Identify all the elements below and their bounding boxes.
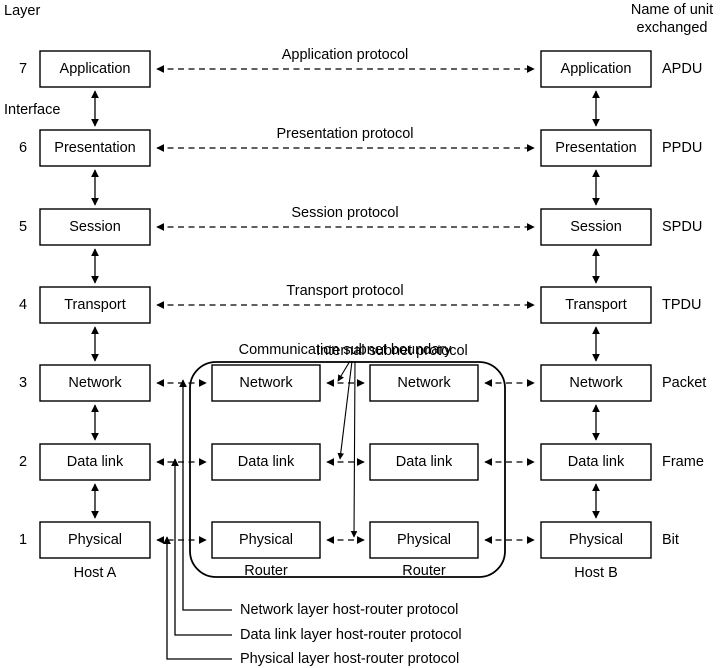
host-b-layer-box-application[interactable] xyxy=(540,50,652,88)
unit-name-ppdu: PPDU xyxy=(662,140,702,156)
unit-column-header-line2: exchanged xyxy=(637,20,708,36)
host-a-layer-label-physical: Physical xyxy=(68,532,122,548)
host-b-layer-box-physical[interactable] xyxy=(540,521,652,559)
router-2-layer-box-network[interactable] xyxy=(369,364,479,402)
host-b-layer-label-network: Network xyxy=(569,375,623,391)
host-router-note-network: Network layer host-router protocol xyxy=(240,602,458,618)
router-1-layer-label-datalink: Data link xyxy=(238,454,295,470)
host-a-layer-box-physical[interactable] xyxy=(39,521,151,559)
host-b-layer-label-datalink: Data link xyxy=(568,454,625,470)
communication-subnet-boundary-box xyxy=(189,361,506,578)
host-a-layer-box-datalink[interactable] xyxy=(39,443,151,481)
host-a-layer-label-transport: Transport xyxy=(64,297,126,313)
host-router-note-datalink: Data link layer host-router protocol xyxy=(240,627,462,643)
internal-subnet-protocol-label: Internal subnet protocol xyxy=(316,343,468,359)
internal-protocol-leader-physical xyxy=(350,360,358,538)
layer-number-5: 5 xyxy=(19,219,27,235)
protocol-label-application: Application protocol xyxy=(282,47,409,63)
host-a-label: Host A xyxy=(74,565,117,581)
host-b-label: Host B xyxy=(574,565,618,581)
host-a-layer-label-network: Network xyxy=(68,375,122,391)
layer-number-7: 7 xyxy=(19,61,27,77)
host-a-layer-label-datalink: Data link xyxy=(67,454,124,470)
router-2-layer-label-physical: Physical xyxy=(397,532,451,548)
router-1-layer-box-network[interactable] xyxy=(211,364,321,402)
router-1-layer-label-network: Network xyxy=(239,375,293,391)
unit-name-tpdu: TPDU xyxy=(662,297,701,313)
layer-number-2: 2 xyxy=(19,454,27,470)
layer-number-6: 6 xyxy=(19,140,27,156)
unit-name-packet: Packet xyxy=(662,375,706,391)
host-router-note-physical: Physical layer host-router protocol xyxy=(240,651,459,667)
internal-protocol-leader-network xyxy=(337,360,351,382)
unit-name-spdu: SPDU xyxy=(662,219,702,235)
unit-name-frame: Frame xyxy=(662,454,704,470)
router-1-label: Router xyxy=(244,563,288,579)
host-router-leader-datalink xyxy=(171,458,232,636)
host-b-layer-label-presentation: Presentation xyxy=(555,140,636,156)
host-b-layer-box-transport[interactable] xyxy=(540,286,652,324)
router-1-layer-box-physical[interactable] xyxy=(211,521,321,559)
protocol-label-presentation: Presentation protocol xyxy=(276,126,413,142)
internal-protocol-leader-datalink xyxy=(337,360,353,460)
host-b-layer-box-presentation[interactable] xyxy=(540,129,652,167)
router-2-layer-box-datalink[interactable] xyxy=(369,443,479,481)
host-b-layer-box-session[interactable] xyxy=(540,208,652,246)
interface-label: Interface xyxy=(4,102,60,118)
host-a-layer-label-session: Session xyxy=(69,219,121,235)
unit-name-bit: Bit xyxy=(662,532,679,548)
host-a-layer-box-transport[interactable] xyxy=(39,286,151,324)
host-a-layer-label-application: Application xyxy=(60,61,131,77)
host-b-layer-box-datalink[interactable] xyxy=(540,443,652,481)
unit-name-apdu: APDU xyxy=(662,61,702,77)
host-b-layer-label-session: Session xyxy=(570,219,622,235)
layer-column-header: Layer xyxy=(4,3,40,19)
host-a-layer-label-presentation: Presentation xyxy=(54,140,135,156)
unit-column-header-line1: Name of unit xyxy=(631,2,713,18)
layer-number-4: 4 xyxy=(19,297,27,313)
host-router-leader-physical xyxy=(163,536,232,660)
host-b-layer-box-network[interactable] xyxy=(540,364,652,402)
host-a-layer-box-network[interactable] xyxy=(39,364,151,402)
host-b-layer-label-transport: Transport xyxy=(565,297,627,313)
host-b-layer-label-application: Application xyxy=(561,61,632,77)
router-2-layer-label-network: Network xyxy=(397,375,451,391)
router-2-label: Router xyxy=(402,563,446,579)
router-1-layer-box-datalink[interactable] xyxy=(211,443,321,481)
protocol-label-transport: Transport protocol xyxy=(286,283,403,299)
router-2-layer-label-datalink: Data link xyxy=(396,454,453,470)
host-a-layer-box-application[interactable] xyxy=(39,50,151,88)
host-router-leader-network xyxy=(179,379,232,611)
router-1-layer-label-physical: Physical xyxy=(239,532,293,548)
subnet-boundary-label: Communication subnet boundary xyxy=(239,342,453,358)
router-2-layer-box-physical[interactable] xyxy=(369,521,479,559)
host-a-layer-box-presentation[interactable] xyxy=(39,129,151,167)
layer-number-3: 3 xyxy=(19,375,27,391)
layer-number-1: 1 xyxy=(19,532,27,548)
protocol-label-session: Session protocol xyxy=(291,205,398,221)
host-b-layer-label-physical: Physical xyxy=(569,532,623,548)
host-a-layer-box-session[interactable] xyxy=(39,208,151,246)
